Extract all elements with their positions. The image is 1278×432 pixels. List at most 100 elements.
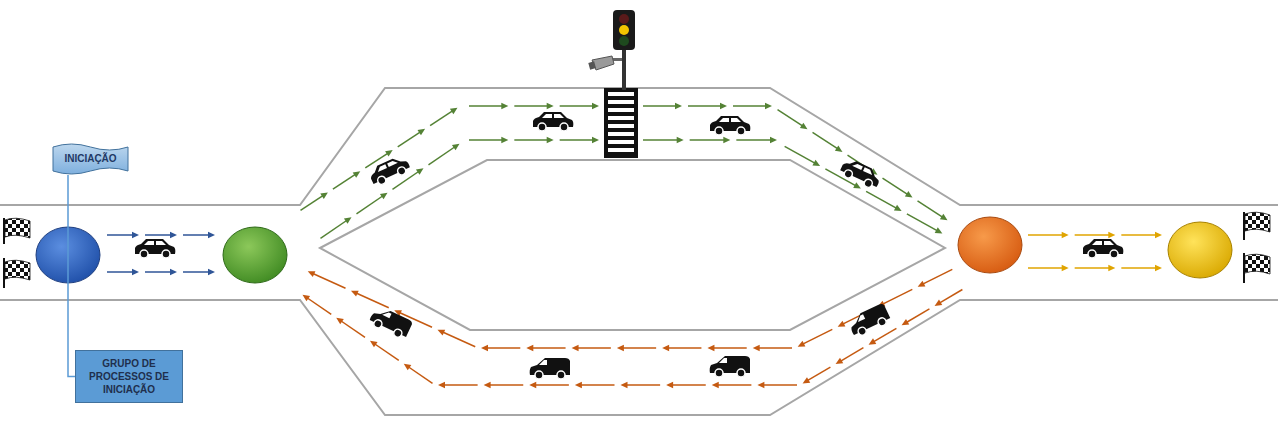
lane-arrowhead	[677, 137, 684, 143]
lane-arrowhead	[501, 137, 508, 143]
crosswalk	[604, 88, 638, 158]
lane-arrow	[340, 321, 365, 338]
lane-arrowhead	[800, 123, 808, 130]
lane-arrowhead	[592, 137, 599, 143]
lane-arrowhead	[869, 338, 877, 344]
lane-arrowhead	[353, 171, 361, 178]
lane-arrowhead	[1062, 265, 1069, 271]
lane-arrow	[1075, 234, 1111, 236]
lane-arrow	[758, 347, 792, 349]
road-outline	[0, 88, 1278, 415]
lane-arrowhead	[132, 269, 139, 275]
lane-arrow	[580, 384, 615, 386]
lane-arrowhead	[720, 103, 727, 109]
lane-arrow	[408, 367, 433, 384]
lane-arrowhead	[170, 269, 177, 275]
lane-arrowhead	[812, 160, 820, 166]
lane-arrowhead	[320, 192, 328, 199]
lane-arrowhead	[529, 382, 536, 388]
vehicles	[135, 112, 1123, 379]
lane-arrow	[107, 271, 134, 273]
lane-arrow	[145, 271, 172, 273]
lane-arrowhead	[707, 345, 714, 351]
lane-arrowhead	[208, 232, 215, 238]
lane-arrow	[107, 234, 134, 236]
lane-arrowhead	[380, 193, 388, 200]
lane-arrow	[840, 348, 864, 362]
lane-arrow	[671, 384, 706, 386]
flag-banner: INICIAÇÃO	[52, 143, 129, 175]
lane-arrow	[882, 289, 912, 304]
lane-arrowhead	[170, 232, 177, 238]
lane-arrowhead	[798, 341, 806, 347]
lane-arrowhead	[905, 191, 913, 198]
lane-arrow	[392, 171, 419, 189]
lane-arrow	[736, 139, 772, 141]
lane-arrow	[712, 347, 746, 349]
lane-arrowhead	[547, 137, 554, 143]
lane-arrow	[514, 139, 548, 141]
lane-arrowhead	[621, 382, 628, 388]
lane-arrow	[560, 139, 594, 141]
lane-arrow	[577, 347, 611, 349]
merge-circle	[958, 217, 1022, 273]
lane-arrowhead	[501, 103, 508, 109]
lane-arrowhead	[675, 103, 682, 109]
lane-arrow	[560, 105, 594, 107]
lane-arrowhead	[757, 382, 764, 388]
lane-arrowhead	[417, 129, 425, 136]
lane-arrowhead	[481, 345, 488, 351]
lane-arrow	[398, 132, 421, 147]
lane-arrow	[813, 132, 839, 149]
lane-arrow	[489, 384, 524, 386]
lane-arrow	[688, 105, 722, 107]
lane-arrow	[807, 367, 831, 381]
lane-arrow	[428, 147, 455, 165]
checkered-flag	[3, 212, 1270, 288]
lane-arrow	[1075, 267, 1111, 269]
lane-arrowhead	[940, 214, 948, 221]
lane-arrowhead	[344, 217, 352, 224]
end-circle	[1168, 222, 1232, 278]
lane-arrowhead	[836, 358, 844, 364]
lane-arrow	[785, 146, 816, 163]
lane-arrow	[762, 384, 797, 386]
lane-arrow	[883, 178, 909, 195]
lane-arrowhead	[336, 318, 344, 325]
lane-arrow	[1028, 267, 1064, 269]
process-group-box: GRUPO DE PROCESSOS DE INICIAÇÃO	[75, 350, 183, 403]
lane-arrow	[918, 201, 944, 218]
lane-arrow	[514, 105, 548, 107]
lane-arrowhead	[526, 345, 533, 351]
lane-arrowhead	[617, 345, 624, 351]
road-island	[320, 160, 945, 330]
lane-arrowhead	[753, 345, 760, 351]
lane-arrow	[906, 309, 930, 323]
lane-arrow	[320, 220, 347, 238]
lane-arrow	[356, 293, 389, 308]
lane-arrowhead	[918, 281, 926, 287]
lane-arrowhead	[902, 319, 910, 325]
lane-arrowhead	[404, 364, 412, 371]
lane-arrowhead	[935, 300, 943, 306]
lane-arrowhead	[853, 182, 861, 188]
lane-arrowhead	[1062, 232, 1069, 238]
lane-arrow	[145, 234, 172, 236]
lane-arrowhead	[712, 382, 719, 388]
lane-arrowhead	[1155, 232, 1162, 238]
lane-arrow	[356, 196, 383, 214]
lane-arrowhead	[770, 137, 777, 143]
lane-arrow	[183, 271, 210, 273]
lane-arrowhead	[894, 205, 902, 211]
lane-arrowhead	[803, 377, 811, 383]
lane-arrowhead	[765, 103, 772, 109]
lane-arrowhead	[452, 144, 460, 151]
lane-arrow	[531, 347, 565, 349]
lane-arrow	[301, 195, 324, 210]
lane-arrowhead	[484, 382, 491, 388]
lane-arrow	[374, 344, 399, 361]
lane-arrowhead	[935, 227, 943, 233]
